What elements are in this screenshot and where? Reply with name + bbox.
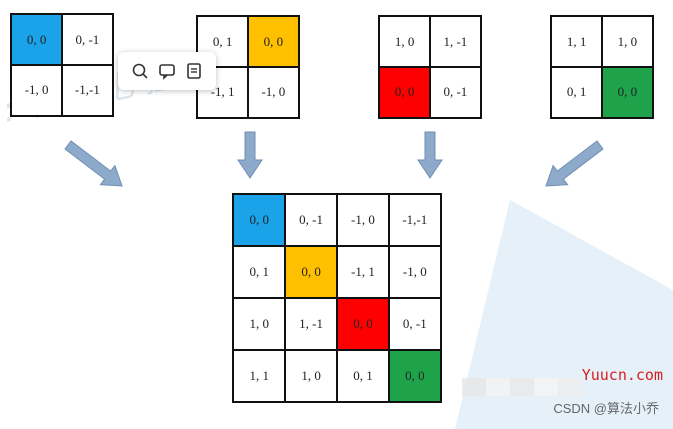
small-grid-cell: 1, 0 [380,17,430,67]
big-grid-cell: -1, 0 [337,195,389,246]
small-grid-cell: 0, -1 [62,15,112,65]
light-cone [455,200,673,429]
small-grid-cell: 1, 0 [602,17,652,67]
big-grid-cell: 0, -1 [285,195,337,246]
big-grid-cell: 1, 0 [234,298,285,350]
comment-icon[interactable] [157,61,177,81]
big-grid-cell: 0, 1 [234,246,285,298]
small-grid-cell: 0, -1 [430,67,480,117]
big-grid-cell: 0, 0 [285,246,337,298]
down-arrow [237,131,263,179]
small-grid-cell: 0, 0 [12,15,62,65]
small-grid-cell: 0, 0 [248,17,298,67]
note-icon[interactable] [184,61,204,81]
big-grid-cell: 1, 0 [285,350,337,401]
big-grid-cell: -1, 0 [389,246,440,298]
down-arrow [545,140,604,187]
big-grid-cell: -1,-1 [389,195,440,246]
search-icon[interactable] [130,61,150,81]
floating-toolbar [118,52,216,90]
small-grid-cell: -1, 0 [12,65,62,115]
blurred-region [462,378,582,396]
big-grid-cell: 1, -1 [285,298,337,350]
big-grid-cell: 0, -1 [389,298,440,350]
small-grid-cell: 0, 0 [380,67,430,117]
big-grid-cell: 0, 1 [337,350,389,401]
small-grid-cell: 0, 0 [602,67,652,117]
watermark-csdn: CSDN @算法小乔 [553,401,659,416]
big-grid-cell: 0, 0 [234,195,285,246]
small-grid-cell: -1, 0 [248,67,298,117]
small-grid-cell: 1, -1 [430,17,480,67]
down-arrow [417,131,443,179]
small-grid-cell: -1,-1 [62,65,112,115]
down-arrow [64,140,123,187]
small-grid-cell: 0, 1 [552,67,602,117]
big-grid-cell: -1, 1 [337,246,389,298]
watermark-site: Yuucn.com [581,366,663,384]
big-grid-cell: 1, 1 [234,350,285,401]
big-grid-cell: 0, 0 [337,298,389,350]
small-grid-cell: 1, 1 [552,17,602,67]
big-grid-cell: 0, 0 [389,350,440,401]
